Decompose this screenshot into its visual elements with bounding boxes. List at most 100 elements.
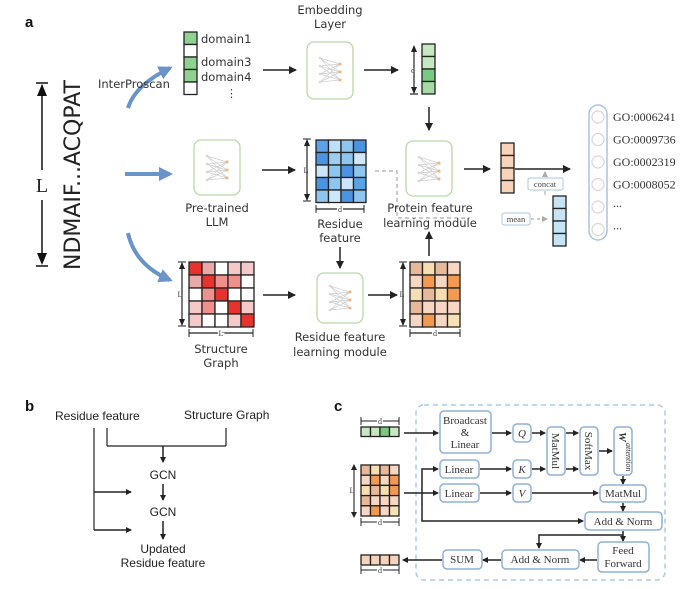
protein-cell [500, 142, 515, 157]
residue-cell [315, 164, 330, 179]
dim-L-arrow-red-h [188, 329, 254, 337]
c-matmul2-box [599, 484, 647, 503]
c-dim-d-orange [360, 518, 400, 526]
arrow-to-structure [126, 232, 173, 283]
structure-graph-matrix [188, 261, 255, 328]
c-residue-cell [360, 484, 372, 497]
structure-cell [201, 287, 216, 302]
updated-residue-cell [446, 313, 461, 328]
c-addnorm2-label: Add & Norm [511, 554, 570, 566]
dim-L-arrow-orange [399, 261, 407, 327]
b-residue-feature: Residue feature [55, 409, 140, 423]
residue-cell [327, 189, 342, 204]
mean-cell [552, 195, 567, 210]
structure-cell [214, 313, 229, 328]
residue-cell [340, 176, 355, 191]
c-residue-cell [360, 494, 372, 507]
c-q-label: Q [518, 428, 526, 440]
residue-cell [340, 164, 355, 179]
structure-cell [188, 287, 203, 302]
c-embedding-cell [379, 426, 391, 438]
c-v-label: V [519, 488, 527, 500]
interproscan-label: InterProscan [98, 77, 170, 91]
go-term-label: ... [613, 196, 622, 210]
c-broadcast-label-2: & [461, 427, 470, 439]
structure-cell [240, 300, 255, 315]
residue-feature-label-2: feature [319, 231, 361, 245]
c-softmax-box [579, 426, 599, 476]
embedding-cell [421, 43, 436, 58]
c-output-cell [379, 554, 391, 566]
c-residue-cell [379, 494, 391, 507]
structure-cell [227, 287, 242, 302]
updated-residue-cell [421, 287, 436, 302]
dim-d-arrow-blue [315, 205, 365, 213]
domain-label-1: domain1 [201, 32, 251, 46]
c-w-label: W [616, 432, 628, 443]
b-gcn-1: GCN [150, 468, 177, 482]
c-broadcast-label-1: Broadcast [443, 415, 487, 427]
protein-cell [500, 167, 515, 182]
updated-residue-cell [409, 313, 424, 328]
c-linear-k-label: Linear [445, 464, 474, 476]
updated-residue-cell [434, 274, 449, 289]
c-broadcast-label-3: Linear [451, 439, 480, 451]
structure-cell [188, 300, 203, 315]
structure-graph-label-2: Graph [203, 356, 238, 370]
panel-c-label: c [334, 398, 342, 415]
dim-d-label: d [338, 205, 342, 214]
residue-module-label-1: Residue feature [295, 330, 386, 344]
concat-label: concat [534, 179, 557, 189]
c-dim-d-label: d [378, 417, 382, 426]
go-term-label: GO:0009736 [613, 133, 676, 147]
c-k-box [512, 459, 532, 479]
c-linear-v-label: Linear [445, 488, 474, 500]
embedding-label-1: Embedding [297, 3, 362, 17]
structure-cell [240, 274, 255, 289]
c-dim-d-label: d [378, 566, 382, 575]
dashed-residue-to-mean [375, 170, 470, 219]
mean-residue-vector [552, 195, 567, 247]
structure-cell [240, 313, 255, 328]
c-domain-embedding-vector [360, 426, 400, 438]
c-w-sub-label: attention [624, 443, 633, 471]
c-residue-cell [379, 505, 391, 517]
structure-cell [188, 274, 203, 289]
go-node [591, 177, 605, 192]
arrow-to-interproscan [126, 66, 173, 109]
c-embedding-cell [360, 426, 372, 438]
protein-module-label-2: learning module [383, 216, 477, 230]
c-matmul1-box [546, 426, 566, 476]
c-dim-L-arrow [351, 464, 357, 518]
structure-cell [214, 261, 229, 276]
c-residue-cell [369, 474, 381, 487]
c-softmax-label: SoftMax [582, 432, 594, 471]
updated-residue-cell [421, 274, 436, 289]
b-output-label-2: Residue feature [121, 556, 206, 570]
protein-vector [500, 142, 515, 194]
c-addnorm1-box [584, 511, 663, 531]
go-output-layer [588, 104, 608, 241]
updated-residue-cell [446, 261, 461, 276]
c-q-box [512, 423, 532, 443]
residue-module-box [316, 272, 364, 324]
dim-d-label: d [411, 66, 415, 75]
updated-residue-cell [421, 300, 436, 315]
c-residue-cell [360, 474, 372, 487]
structure-cell [227, 313, 242, 328]
structure-cell [214, 287, 229, 302]
c-v-box [512, 483, 532, 503]
c-residue-cell [369, 464, 381, 476]
updated-residue-cell [421, 313, 436, 328]
c-output-cell [369, 554, 381, 566]
c-matmul1-label: MatMul [549, 433, 561, 469]
dim-L-label: L [304, 166, 309, 175]
b-gcn-2: GCN [150, 505, 177, 519]
c-output-cell [360, 554, 372, 566]
structure-cell [227, 261, 242, 276]
go-node [591, 110, 605, 124]
residue-cell [327, 151, 342, 166]
c-residue-cell [379, 484, 391, 497]
c-dim-d-label: d [378, 518, 382, 527]
embedding-label-2: Layer [314, 17, 346, 31]
